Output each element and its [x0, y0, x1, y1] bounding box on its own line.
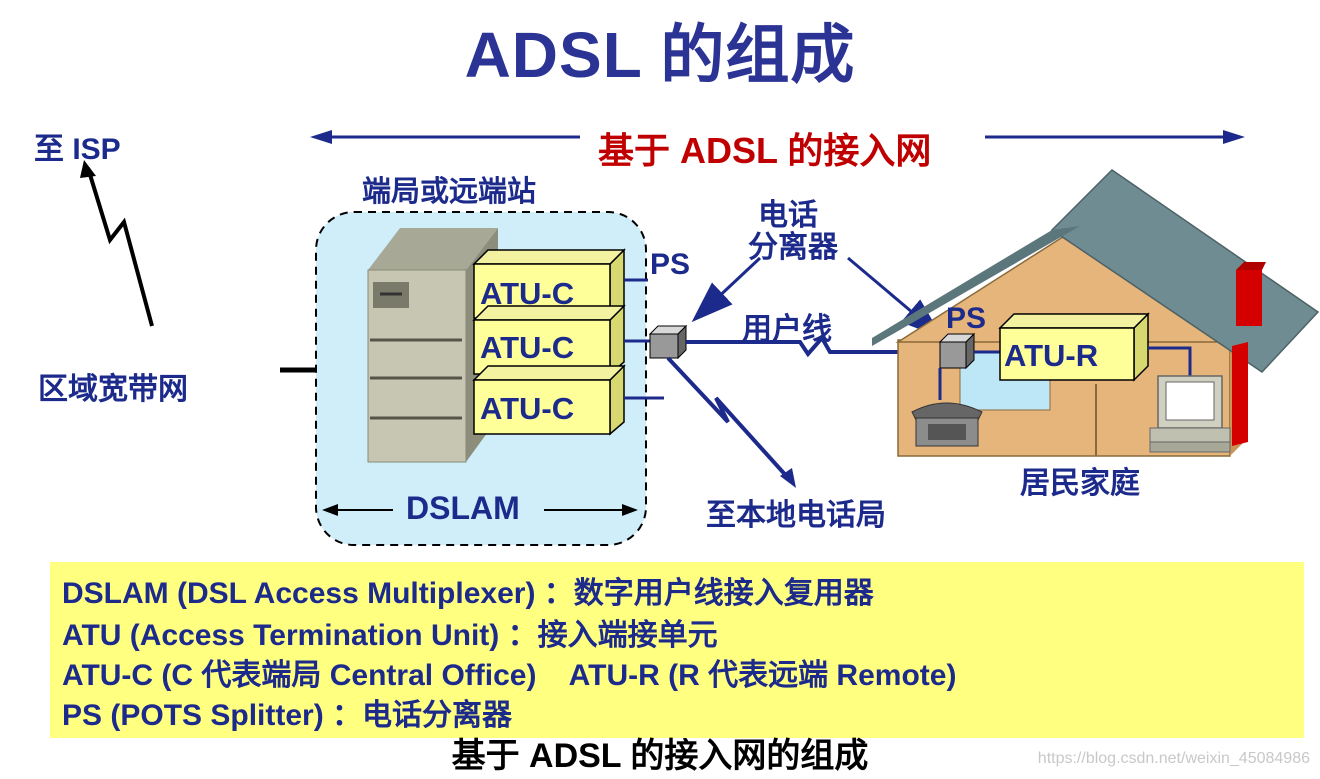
watermark: https://blog.csdn.net/weixin_45084986 — [1037, 750, 1310, 767]
figure-caption: 基于 ADSL 的接入网的组成 — [451, 737, 869, 775]
atu-r-box — [998, 312, 1150, 382]
local-exchange-line — [666, 356, 792, 482]
splitter-label-line2: 分离器 — [748, 231, 838, 264]
isp-link-lightning — [86, 167, 154, 327]
computer-icon — [1149, 375, 1231, 453]
splitter-label-line1: 电话 — [758, 199, 818, 232]
legend-line-atu-c-r: ATU-C (C 代表端局 Central Office) ATU-R (R 代… — [62, 659, 957, 692]
ps-label-home: PS — [946, 302, 987, 335]
splitter-device-home — [938, 332, 976, 370]
legend-line-ps: PS (POTS Splitter) ：电话分离器 — [62, 699, 513, 732]
to-isp-label: 至 ISP — [34, 133, 121, 166]
legend-line-atu: ATU (Access Termination Unit) ：接入端接单元 — [62, 619, 718, 652]
legend-line-dslam: DSLAM (DSL Access Multiplexer) ：数字用户线接入复… — [62, 577, 874, 610]
atu-r-label: ATU-R — [1004, 338, 1099, 373]
residence-label: 居民家庭 — [1020, 467, 1140, 500]
user-line-label: 用户线 — [742, 313, 832, 346]
atu-c-label-1: ATU-C — [480, 276, 575, 311]
local-exchange-label: 至本地电话局 — [706, 499, 886, 532]
regional-network-label: 区域宽带网 — [38, 373, 188, 406]
access-network-span-arrow — [310, 130, 1245, 144]
telephone-icon — [911, 402, 983, 447]
atu-c-box-2 — [472, 304, 626, 376]
legend-box: DSLAM (DSL Access Multiplexer) ：数字用户线接入复… — [50, 562, 1304, 738]
atu-c-box-3 — [472, 364, 626, 436]
atu-c-label-3: ATU-C — [480, 391, 575, 426]
central-office-label: 端局或远端站 — [362, 176, 537, 208]
ps-label-exchange: PS — [650, 248, 691, 281]
page-title: ADSL 的组成 — [464, 19, 856, 91]
access-network-label: 基于 ADSL 的接入网 — [598, 130, 932, 171]
user-line — [686, 334, 940, 358]
splitter-device-exchange — [648, 324, 688, 360]
dslam-label: DSLAM — [406, 490, 520, 526]
atu-c-label-2: ATU-C — [480, 330, 575, 365]
dslam-width-arrow — [322, 504, 638, 516]
